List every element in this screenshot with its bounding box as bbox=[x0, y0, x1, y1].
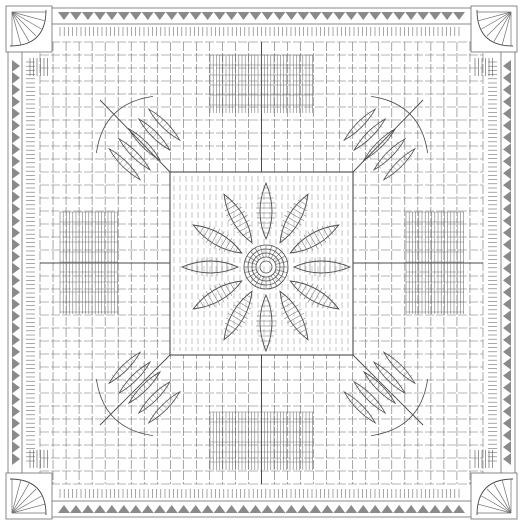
corner-motif-top-right bbox=[471, 6, 517, 52]
corner-motif-bottom-left bbox=[6, 473, 52, 519]
corner-motif-top-left bbox=[6, 6, 52, 52]
corner-motif-bottom-right bbox=[471, 473, 517, 519]
